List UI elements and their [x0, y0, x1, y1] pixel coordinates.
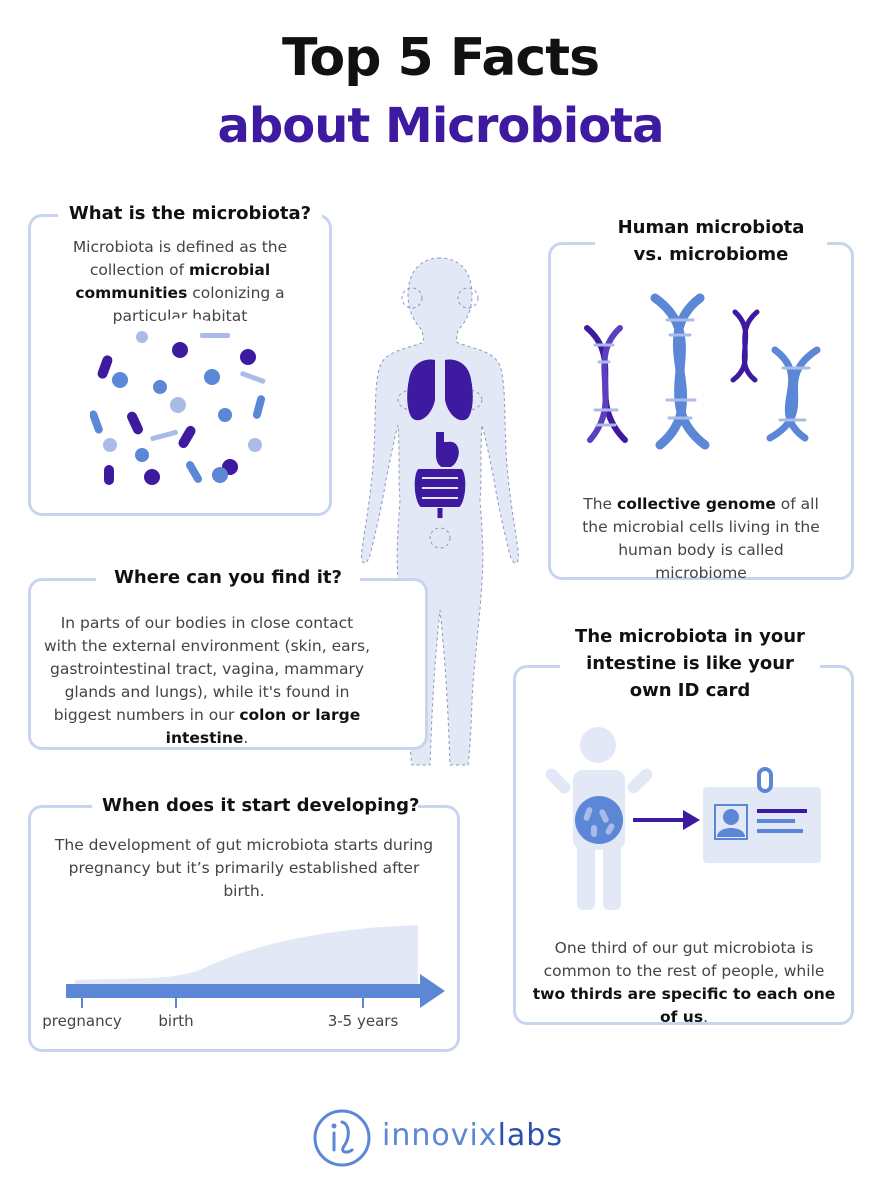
card-where-text: In parts of our bodies in close contact …	[44, 614, 371, 747]
card-what-title: What is the microbiota?	[58, 200, 322, 228]
microbe-icon	[218, 408, 232, 422]
microbe-icon	[127, 411, 143, 435]
microbe-icon	[136, 331, 148, 343]
card-id-title-line2: intestine is like your	[586, 653, 794, 674]
dna-helix-icon	[650, 293, 710, 450]
card-when-title: When does it start developing?	[92, 792, 419, 820]
lungs-icon	[407, 359, 473, 421]
microbe-icon	[172, 342, 188, 358]
id-card-icon	[703, 787, 821, 863]
brand-name: innovixlabs	[382, 1118, 563, 1153]
microbe-icon	[90, 410, 103, 434]
microbe-icon	[186, 461, 202, 483]
brand-logo[interactable]: innovixlabs	[312, 1108, 582, 1168]
microbe-icon	[200, 333, 230, 338]
timeline-arrow-icon	[420, 974, 445, 1008]
stomach-icon	[436, 432, 459, 469]
microbe-icon	[103, 438, 117, 452]
dna-helix-icon	[766, 346, 821, 442]
id-line-3	[757, 829, 803, 833]
microbe-icon	[97, 355, 113, 379]
id-card-clip	[757, 767, 773, 793]
microbe-icon	[252, 395, 266, 419]
gut-bacteria-icon	[575, 796, 623, 844]
id-photo-frame	[714, 804, 748, 840]
dna-helix-icon	[730, 309, 760, 383]
human-body-illustration	[361, 257, 519, 766]
id-line-1	[757, 809, 807, 813]
ear-right-marker	[457, 287, 479, 309]
microbe-icon	[170, 397, 186, 413]
pelvic-marker	[429, 527, 451, 549]
card-id-title-line3: own ID card	[629, 680, 751, 701]
microbes-cluster-illustration	[90, 318, 277, 502]
il-monogram-icon	[313, 1109, 371, 1167]
microbe-icon	[240, 349, 256, 365]
growth-area	[75, 925, 418, 985]
timeline-bar	[66, 984, 424, 998]
card-when-text: The development of gut microbiota starts…	[54, 836, 434, 900]
arrow-right-icon	[683, 810, 700, 830]
microbe-icon	[240, 371, 266, 384]
id-photo-head	[723, 809, 739, 825]
microbe-icon	[104, 465, 114, 485]
microbe-icon	[204, 369, 220, 385]
card-vs-title: Human microbiota vs. microbiome	[595, 214, 827, 268]
card-id-title: The microbiota in your intestine is like…	[560, 623, 820, 704]
dna-helix-illustration	[584, 293, 821, 450]
dna-helix-icon	[584, 325, 628, 443]
microbe-icon	[135, 448, 149, 462]
ear-left-marker	[401, 287, 423, 309]
id-line-2	[757, 819, 795, 823]
card-vs-title-line1: Human microbiota	[617, 217, 805, 238]
timeline-label-3-5-years: 3-5 years	[328, 1012, 399, 1030]
microbe-icon	[178, 425, 196, 449]
page-title-line1: Top 5 Facts	[281, 28, 600, 88]
card-vs-title-line2: vs. microbiome	[633, 244, 789, 265]
microbe-icon	[248, 438, 262, 452]
card-where-title: Where can you find it?	[96, 564, 360, 592]
microbe-icon	[153, 380, 167, 394]
page-title-line2: about Microbiota	[217, 98, 665, 154]
microbe-icon	[144, 469, 160, 485]
microbe-icon	[112, 372, 128, 388]
microbe-icon	[150, 429, 178, 442]
timeline-label-pregnancy: pregnancy	[42, 1012, 122, 1030]
microbe-icon	[212, 467, 228, 483]
card-id-text: One third of our gut microbiota is commo…	[532, 939, 836, 1026]
id-photo-body	[717, 828, 745, 837]
card-id-title-line1: The microbiota in your	[575, 626, 805, 647]
card-what-text: Microbiota is defined as the collection …	[72, 238, 288, 325]
intestine-icon	[412, 467, 468, 509]
timeline-label-birth: birth	[158, 1012, 193, 1030]
card-vs-text: The collective genome of all the microbi…	[582, 495, 820, 582]
development-timeline: pregnancy birth 3-5 years	[42, 925, 445, 1030]
id-card-illustration	[545, 727, 821, 910]
